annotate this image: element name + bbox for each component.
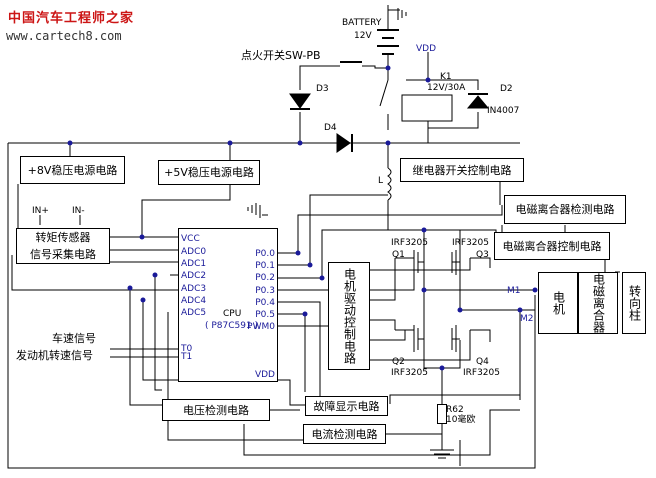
torque-sensor-label-2: 信号采集电路 [30,248,96,261]
motor-block: 电机 [538,272,578,334]
clutch-detect-block: 电磁离合器检测电路 [504,195,626,224]
regulator-5v-block: +5V稳压电源电路 [158,160,260,185]
diode-d2-part: IN4007 [487,106,520,116]
shunt-resistor [437,404,447,424]
cpu-pin-t1: T1 [181,352,193,362]
cpu-pin-t0: T0 [181,344,193,354]
clutch-control-block: 电磁离合器控制电路 [494,232,610,260]
torque-in-neg: IN- [72,206,85,216]
shunt-name: R62 [446,405,464,415]
motor-node-m2: M2 [520,314,534,324]
relay-control-block: 继电器开关控制电路 [400,158,524,182]
motor-driver-block: 电机驱动控制电路 [328,262,370,370]
cpu-pin-p05: P0.5 [255,310,275,320]
clutch-block: 电磁离合器 [578,272,618,334]
mosfet-q1-part: IRF3205 [391,238,428,248]
cpu-pin-p03: P0.3 [255,286,275,296]
shunt-value: 10毫欧 [446,415,476,425]
watermark-title: 中国汽车工程师之家 [8,11,135,26]
inductor-label: L [378,176,384,186]
cpu-name: CPU [223,309,242,319]
fault-display-block: 故障显示电路 [305,396,388,416]
torque-in-pos: IN+ [32,206,49,216]
mosfet-q3-label: Q3 [476,250,489,260]
cpu-pin-p00: P0.0 [255,249,275,259]
motor-node-m1: M1 [507,286,521,296]
cpu-pin-adc5: ADC5 [181,308,207,318]
vdd-top-label: VDD [416,44,437,54]
cpu-pin-pwm0: PWM0 [247,322,275,332]
steering-column-block: 转向柱 [622,272,646,334]
battery-label: BATTERY [342,18,382,28]
engine-speed-signal-label: 发动机转速信号 [16,349,93,362]
diode-d3-label: D3 [316,84,329,94]
relay-name: K1 [440,72,452,82]
diode-d4-label: D4 [324,123,337,133]
mosfet-q3-part: IRF3205 [452,238,489,248]
cpu-pin-p01: P0.1 [255,261,275,271]
battery-voltage: 12V [354,31,372,41]
diode-d2-label: D2 [500,84,513,94]
regulator-8v-block: +8V稳压电源电路 [20,156,125,184]
mosfet-q2-label: Q2 [392,357,405,367]
cpu-pin-adc1: ADC1 [181,259,207,269]
cpu-pin-adc3: ADC3 [181,284,207,294]
cpu-vdd: VDD [254,370,275,380]
relay-rating: 12V/30A [427,83,466,93]
watermark-url: www.cartech8.com [6,29,122,43]
cpu-pin-adc0: ADC0 [181,247,207,257]
current-detect-block: 电流检测电路 [303,424,386,444]
mosfet-q1-label: Q1 [392,250,405,260]
cpu-pin-p04: P0.4 [255,298,275,308]
speed-signal-label: 车速信号 [52,332,96,345]
cpu-pin-adc4: ADC4 [181,296,207,306]
torque-sensor-block: 转矩传感器 信号采集电路 [16,228,110,264]
cpu-part: ( P87C591 ) [205,321,259,331]
mosfet-q4-label: Q4 [476,357,489,367]
cpu-pin-p02: P0.2 [255,273,275,283]
ignition-switch-label: 点火开关SW-PB [241,49,321,62]
torque-sensor-label-1: 转矩传感器 [35,231,91,244]
cpu-block: VCC ADC0 ADC1 ADC2 ADC3 ADC4 ADC5 P0.0 P… [178,228,278,382]
voltage-detect-block: 电压检测电路 [162,399,270,421]
mosfet-q4-part: IRF3205 [463,368,500,378]
cpu-pin-adc2: ADC2 [181,271,207,281]
cpu-pin-vcc: VCC [181,234,200,244]
mosfet-q2-part: IRF3205 [391,368,428,378]
